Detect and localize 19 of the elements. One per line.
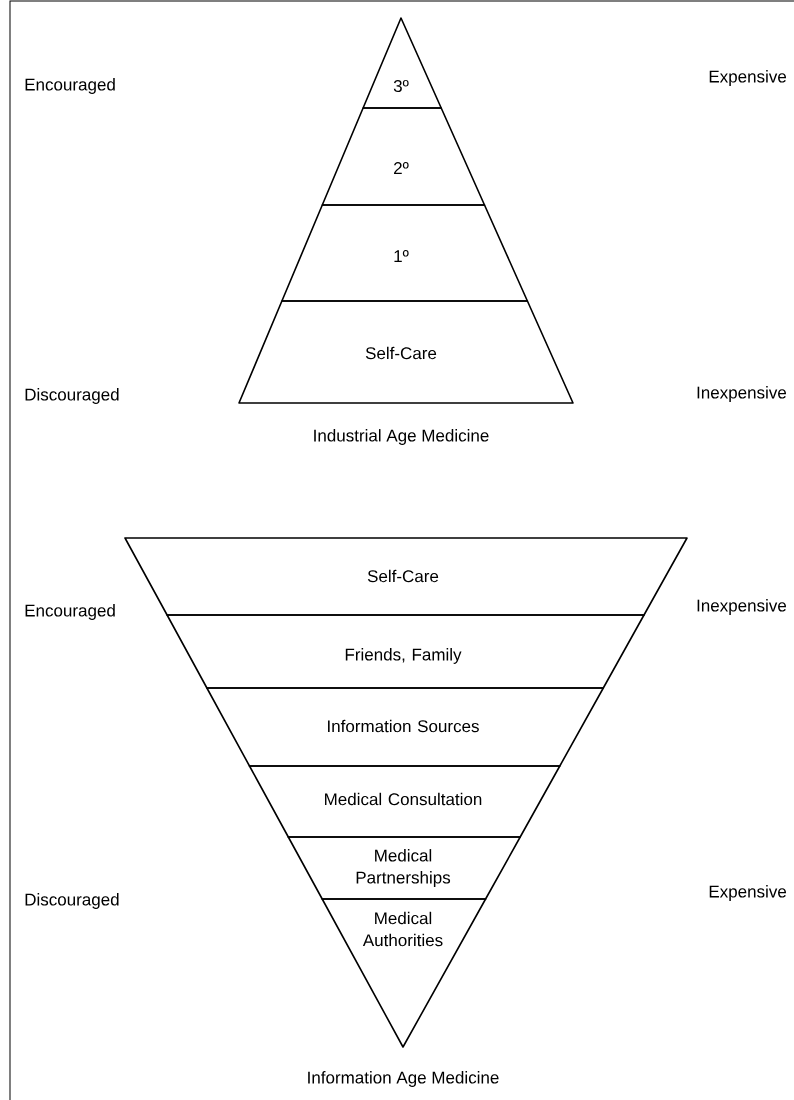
pyramid-band: Medical Partnerships (287, 836, 521, 900)
side-label: Expensive (709, 885, 787, 901)
pyramid-band: Self-Care (238, 300, 574, 404)
pyramid-band: Information Sources (206, 687, 605, 767)
side-label: Information Age Medicine (308, 1071, 499, 1087)
side-label: Discouraged (25, 388, 119, 404)
pyramid-band: Medical Consultation (248, 765, 561, 838)
pyramid-band: Friends, Family (166, 614, 645, 689)
pyramid-band: 2º (321, 107, 486, 206)
side-label: Encouraged (25, 604, 115, 620)
side-label: Industrial Age Medicine (314, 429, 489, 445)
side-label: Discouraged (25, 893, 119, 909)
pyramid-band: 3º (362, 17, 442, 109)
pyramid-band: Self-Care (124, 537, 688, 616)
side-label: Inexpensive (697, 386, 787, 402)
pyramid-band: Medical Authorities (321, 898, 487, 1048)
side-label: Encouraged (25, 78, 115, 94)
side-label: Expensive (709, 70, 787, 86)
pyramid-band: 1º (281, 204, 529, 302)
